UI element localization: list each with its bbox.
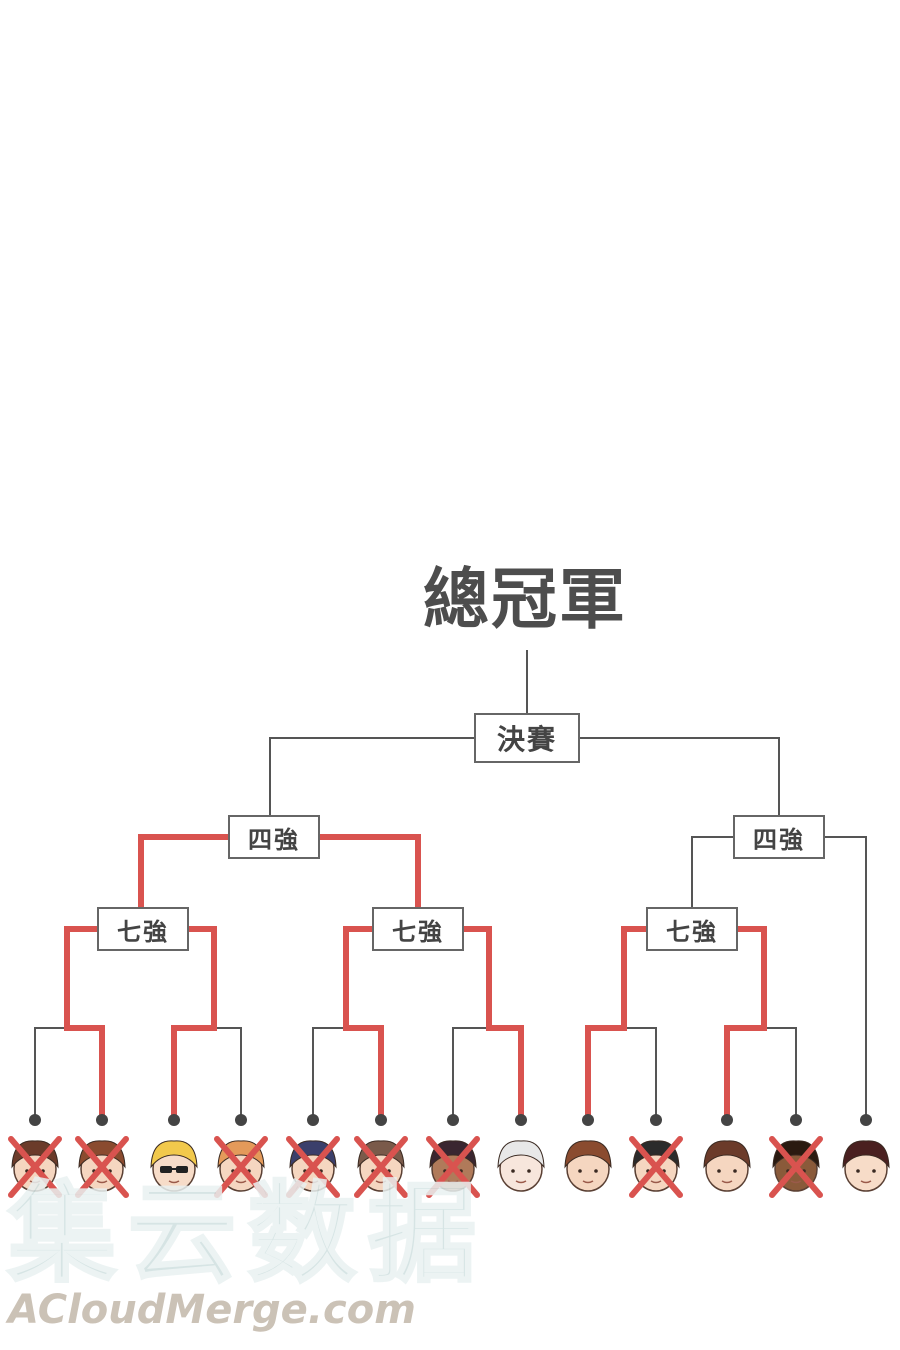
entry-dot: [235, 1114, 247, 1126]
bracket-line: [173, 928, 215, 1120]
eliminated-x-mark: [75, 1136, 129, 1198]
quarterfinal-label-b: 七強: [372, 907, 464, 951]
entry-dots: [29, 1114, 872, 1126]
winner-path: [585, 926, 646, 1120]
eliminated-x-mark: [214, 1136, 268, 1198]
bracket-line: [580, 737, 780, 815]
entry-dot: [582, 1114, 594, 1126]
winner-path: [343, 926, 384, 1120]
watermark-english: ACloudMerge.com: [8, 1287, 416, 1333]
winner-path: [724, 926, 767, 1120]
entry-dot: [790, 1114, 802, 1126]
watermark-chinese: 集云数据: [6, 1172, 489, 1297]
bracket-line: [489, 1027, 522, 1120]
bracket-line: [67, 1027, 103, 1120]
semifinal-label-right: 四強: [733, 815, 825, 859]
contestant-avatar: [564, 1140, 612, 1192]
eliminated-x-mark: [8, 1136, 62, 1198]
bracket-line: [825, 836, 867, 1120]
entry-dot: [29, 1114, 41, 1126]
winner-path: [464, 926, 524, 1120]
entry-dot: [515, 1114, 527, 1126]
eliminated-x-mark: [354, 1136, 408, 1198]
semifinal-label-left: 四強: [228, 815, 320, 859]
contestant-avatar: [703, 1140, 751, 1192]
bracket-line: [587, 928, 646, 1120]
entry-dot: [650, 1114, 662, 1126]
bracket-line: [624, 1027, 657, 1120]
winner-path: [320, 834, 421, 907]
eliminated-x-mark: [769, 1136, 823, 1198]
bracket-line: [320, 836, 419, 907]
entry-dot: [721, 1114, 733, 1126]
entry-dot: [307, 1114, 319, 1126]
bracket-line: [140, 836, 228, 907]
entry-dot: [860, 1114, 872, 1126]
contestant-avatar: [150, 1140, 198, 1192]
quarterfinal-label-a: 七強: [97, 907, 189, 951]
eliminated-x-mark: [426, 1136, 480, 1198]
bracket-line: [269, 737, 474, 815]
champion-title: 總冠軍: [423, 561, 627, 638]
final-label: 決賽: [474, 713, 580, 763]
bracket-line: [452, 928, 490, 1120]
winner-path: [64, 926, 105, 1120]
eliminated-x-mark: [286, 1136, 340, 1198]
entry-dot: [96, 1114, 108, 1126]
bracket-line: [726, 928, 765, 1120]
advancement-paths: [64, 834, 767, 1120]
entry-dot: [168, 1114, 180, 1126]
quarterfinal-label-c: 七強: [646, 907, 738, 951]
bracket-line: [346, 1027, 382, 1120]
winner-path: [138, 834, 228, 907]
elimination-marks: [8, 1136, 823, 1198]
winner-path: [171, 926, 217, 1120]
entry-dot: [375, 1114, 387, 1126]
bracket-line: [691, 836, 733, 907]
contestant-avatar: [842, 1140, 890, 1192]
bracket-lines: [34, 650, 867, 1120]
bracket-line: [764, 1027, 797, 1120]
bracket-line: [214, 1027, 242, 1120]
entry-dot: [447, 1114, 459, 1126]
bracket-line: [312, 928, 372, 1120]
contestant-avatar: [497, 1140, 545, 1192]
eliminated-x-mark: [629, 1136, 683, 1198]
